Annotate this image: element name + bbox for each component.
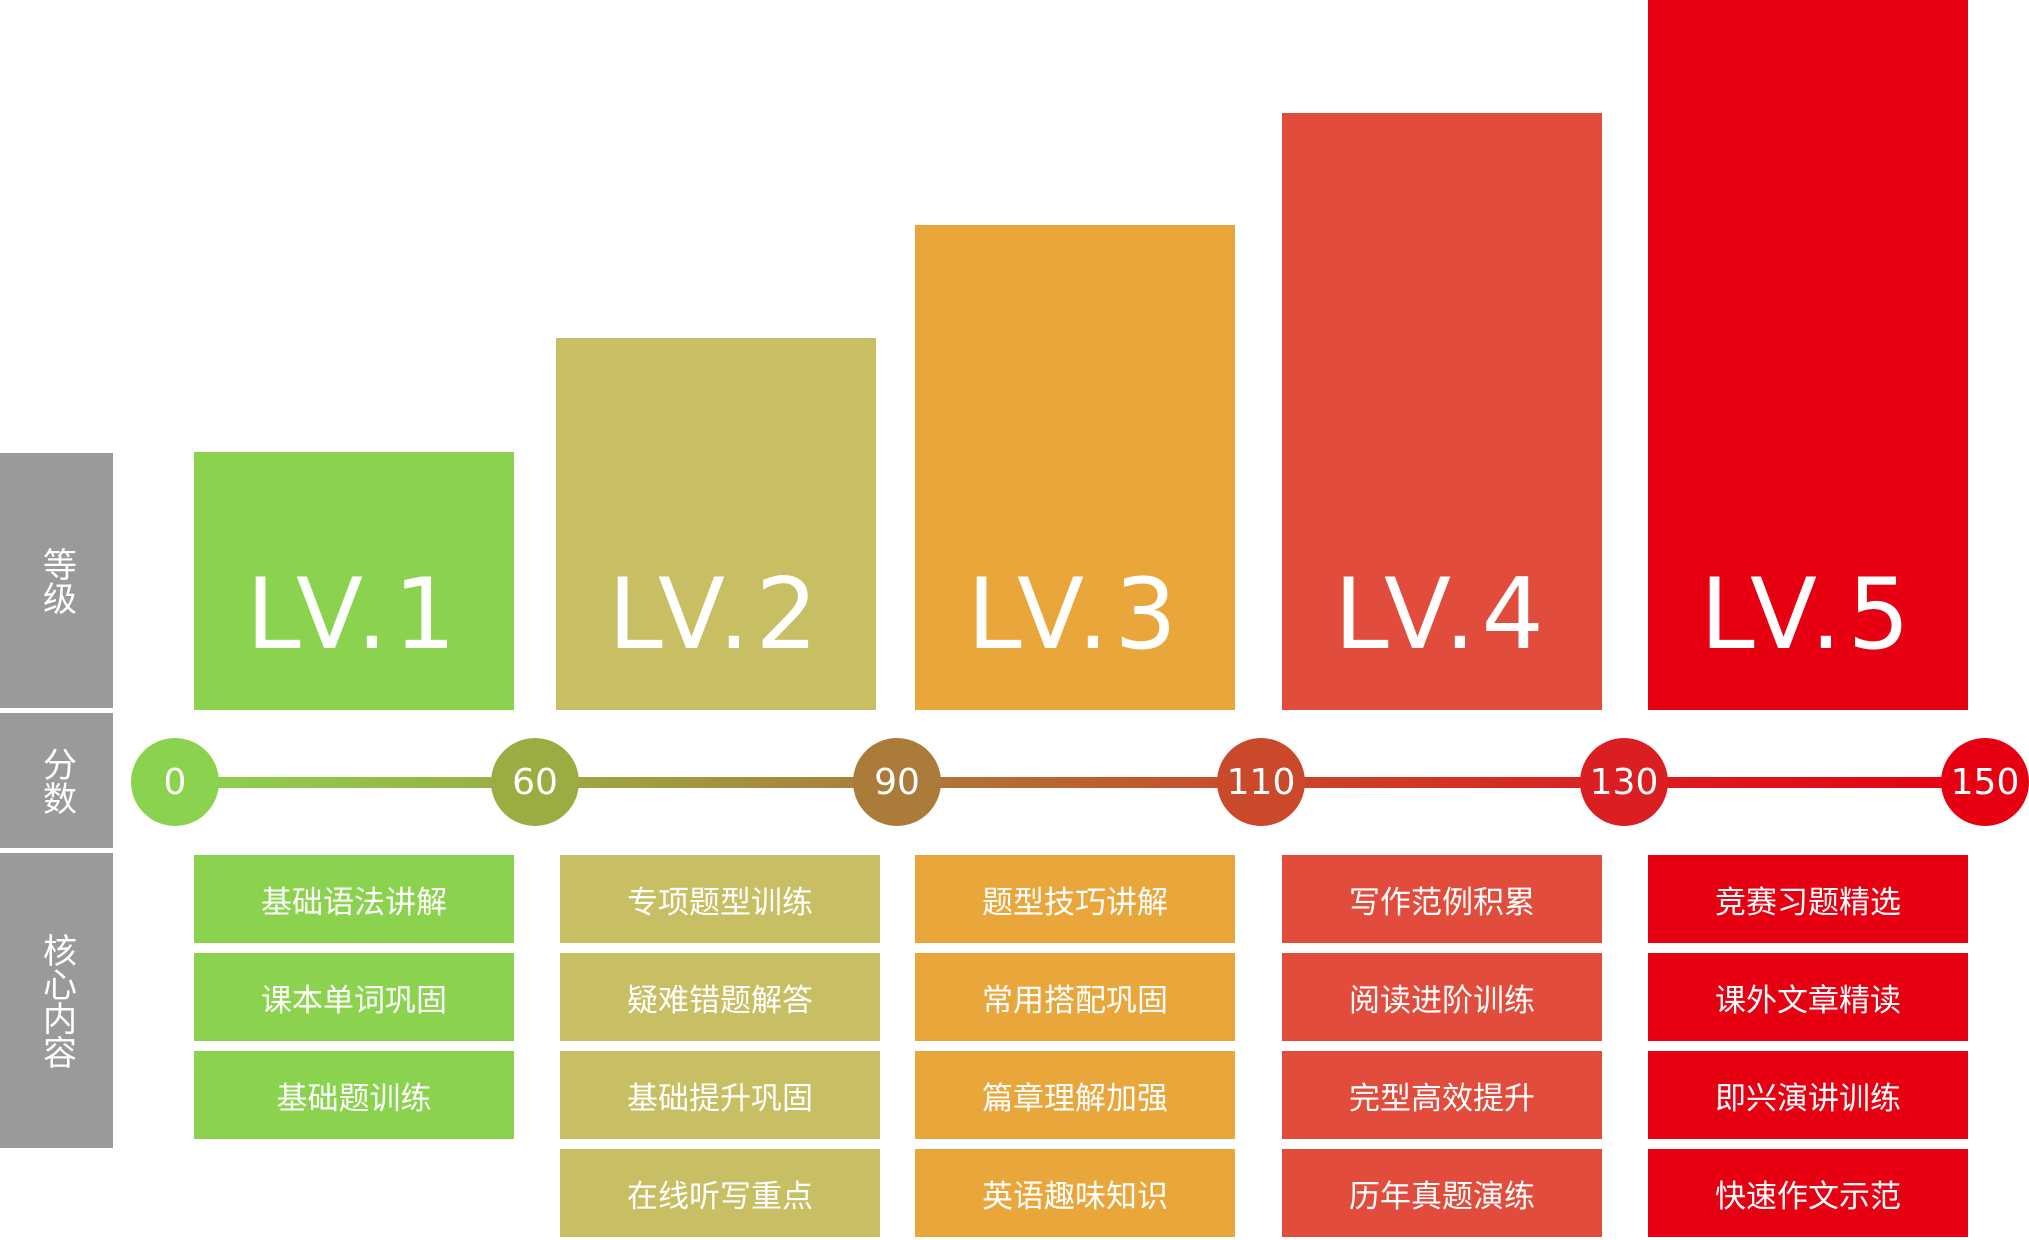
content-item-text: 常用搭配巩固 [982, 982, 1168, 1019]
score-node-130: 130 [1580, 738, 1668, 826]
level-bar-1-label: LV.1 [246, 558, 462, 672]
content-item-lv2-3: 基础提升巩固 [560, 1051, 880, 1139]
content-item-text: 篇章理解加强 [982, 1080, 1168, 1117]
content-item-lv4-1: 写作范例积累 [1282, 855, 1602, 943]
side-label-level-text: 等级 [36, 546, 77, 615]
score-node-60-label: 60 [512, 761, 558, 803]
content-item-text: 即兴演讲训练 [1715, 1080, 1901, 1117]
level-bar-2: LV.2 [556, 338, 876, 710]
content-item-lv2-4: 在线听写重点 [560, 1149, 880, 1237]
content-item-lv5-4: 快速作文示范 [1648, 1149, 1968, 1237]
level-bar-3: LV.3 [915, 225, 1235, 710]
content-item-text: 疑难错题解答 [627, 982, 813, 1019]
score-node-0-label: 0 [163, 761, 187, 803]
content-item-lv2-1: 专项题型训练 [560, 855, 880, 943]
content-item-lv3-1: 题型技巧讲解 [915, 855, 1235, 943]
content-item-lv4-4: 历年真题演练 [1282, 1149, 1602, 1237]
level-bar-2-label: LV.2 [608, 558, 824, 672]
score-line-segment-5 [1624, 777, 1986, 788]
level-bar-5: LV.5 [1648, 0, 1968, 710]
content-item-text: 基础题训练 [276, 1080, 432, 1117]
content-item-lv1-1: 基础语法讲解 [194, 855, 514, 943]
score-line-segment-4 [1261, 777, 1624, 788]
side-label-level: 等级 [0, 453, 113, 708]
content-item-text: 英语趣味知识 [982, 1178, 1168, 1215]
content-item-text: 课本单词巩固 [261, 982, 447, 1019]
side-label-content-text: 核心内容 [36, 932, 77, 1069]
content-item-text: 在线听写重点 [627, 1178, 813, 1215]
content-item-text: 写作范例积累 [1349, 884, 1535, 921]
content-item-text: 历年真题演练 [1349, 1178, 1535, 1215]
score-node-60: 60 [491, 738, 579, 826]
content-item-text: 专项题型训练 [627, 884, 813, 921]
content-item-lv1-3: 基础题训练 [194, 1051, 514, 1139]
score-node-90: 90 [853, 738, 941, 826]
content-item-lv5-3: 即兴演讲训练 [1648, 1051, 1968, 1139]
score-line-segment-2 [535, 777, 897, 788]
content-item-text: 完型高效提升 [1349, 1080, 1535, 1117]
content-item-text: 快速作文示范 [1715, 1178, 1901, 1215]
score-node-0: 0 [131, 738, 219, 826]
content-item-lv4-2: 阅读进阶训练 [1282, 953, 1602, 1041]
score-node-110-label: 110 [1226, 761, 1296, 803]
content-item-lv5-2: 课外文章精读 [1648, 953, 1968, 1041]
level-bar-3-label: LV.3 [967, 558, 1183, 672]
content-item-text: 阅读进阶训练 [1349, 982, 1535, 1019]
score-line-segment-3 [897, 777, 1261, 788]
content-item-lv4-3: 完型高效提升 [1282, 1051, 1602, 1139]
score-line-segment-1 [175, 777, 535, 788]
score-node-150: 150 [1941, 738, 2029, 826]
content-item-lv3-2: 常用搭配巩固 [915, 953, 1235, 1041]
level-bar-4-label: LV.4 [1334, 558, 1550, 672]
content-item-lv2-2: 疑难错题解答 [560, 953, 880, 1041]
content-item-lv1-2: 课本单词巩固 [194, 953, 514, 1041]
score-node-90-label: 90 [874, 761, 920, 803]
content-item-text: 题型技巧讲解 [982, 884, 1168, 921]
content-item-text: 基础提升巩固 [627, 1080, 813, 1117]
side-label-score: 分数 [0, 713, 113, 848]
content-item-text: 基础语法讲解 [261, 884, 447, 921]
level-bar-5-label: LV.5 [1700, 558, 1916, 672]
score-node-130-label: 130 [1589, 761, 1659, 803]
content-item-text: 竞赛习题精选 [1715, 884, 1901, 921]
score-node-110: 110 [1217, 738, 1305, 826]
side-label-content: 核心内容 [0, 853, 113, 1148]
side-label-score-text: 分数 [36, 746, 77, 815]
score-node-150-label: 150 [1950, 761, 2020, 803]
content-item-lv3-4: 英语趣味知识 [915, 1149, 1235, 1237]
content-item-lv3-3: 篇章理解加强 [915, 1051, 1235, 1139]
content-item-text: 课外文章精读 [1715, 982, 1901, 1019]
level-bar-4: LV.4 [1282, 113, 1602, 710]
content-item-lv5-1: 竞赛习题精选 [1648, 855, 1968, 943]
level-bar-1: LV.1 [194, 452, 514, 710]
